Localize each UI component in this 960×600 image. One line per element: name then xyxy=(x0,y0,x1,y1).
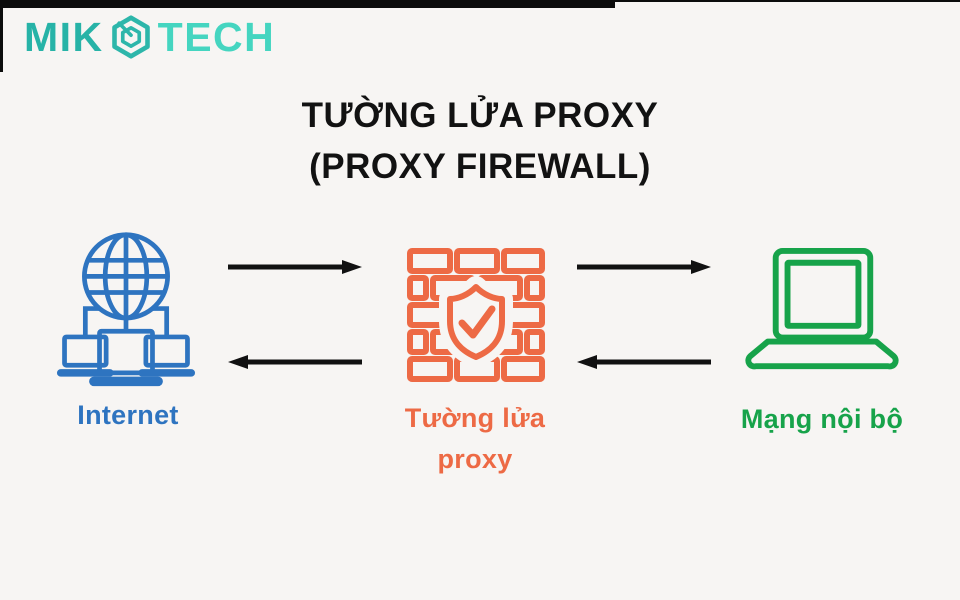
firewall-shield-check-icon xyxy=(407,248,545,382)
proxy-firewall-label: Tường lửa proxy xyxy=(378,398,572,480)
arrow-left-firewall-to-internet xyxy=(228,355,362,369)
proxy-firewall-label-line2: proxy xyxy=(437,444,513,474)
logo-text-tech: TECH xyxy=(157,14,276,60)
logo-text-mik: MIK xyxy=(24,14,104,60)
border-artifact-top xyxy=(0,0,615,8)
internet-label: Internet xyxy=(77,400,179,430)
page-title: TƯỜNG LỬA PROXY (PROXY FIREWALL) xyxy=(0,90,960,192)
border-artifact-left xyxy=(0,0,3,72)
arrow-right-firewall-to-network xyxy=(577,260,711,274)
hexagon-logo-icon xyxy=(111,15,150,59)
laptop-icon xyxy=(745,247,899,370)
globe-network-icon xyxy=(56,232,196,387)
border-artifact-top-thin xyxy=(615,0,960,2)
arrow-left-network-to-firewall xyxy=(577,355,711,369)
title-line1: TƯỜNG LỬA PROXY xyxy=(301,96,659,135)
title-line2: (PROXY FIREWALL) xyxy=(309,147,651,186)
brand-logo: MIK TECH xyxy=(24,14,275,60)
arrow-right-internet-to-firewall xyxy=(228,260,362,274)
internal-network-label: Mạng nội bộ xyxy=(740,404,904,434)
proxy-firewall-label-line1: Tường lửa xyxy=(404,403,546,433)
